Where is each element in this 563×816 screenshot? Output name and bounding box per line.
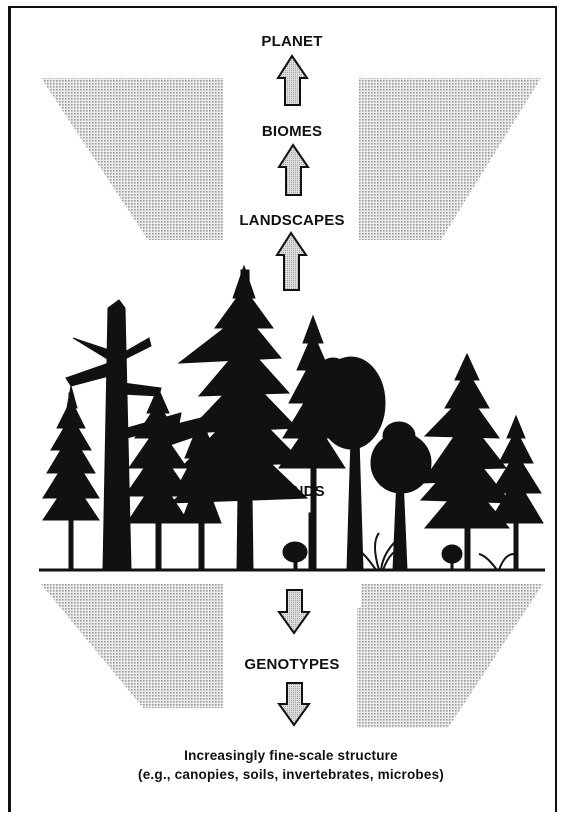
level-label-genotypes: GENOTYPES xyxy=(244,656,340,673)
conifer-tree-5 xyxy=(169,264,309,571)
lower-right-shade xyxy=(357,584,543,728)
conifer-tree-10 xyxy=(488,414,544,571)
fern-1 xyxy=(350,532,406,571)
shrub-2 xyxy=(441,544,463,571)
fern-2 xyxy=(478,552,516,571)
level-label-landscapes: LANDSCAPES xyxy=(239,212,345,229)
upper-left-shade xyxy=(41,78,223,240)
conifer-tree-3 xyxy=(124,386,192,571)
conifer-tree-9 xyxy=(419,352,513,571)
level-label-stands: STANDS xyxy=(263,483,325,500)
broadleaf-tree-7 xyxy=(314,356,386,571)
hierarchy-diagram xyxy=(39,54,545,728)
upper-right-shade xyxy=(359,78,541,240)
caption-line-2: (e.g., canopies, soils, invertebrates, m… xyxy=(138,767,444,782)
down-arrow-fine-scale xyxy=(277,682,311,727)
up-arrow-landscapes xyxy=(275,231,308,291)
shrub-1 xyxy=(282,541,308,571)
sapling-post xyxy=(308,512,313,571)
figure-frame: PLANET BIOMES LANDSCAPES STANDS GENOTYPE… xyxy=(8,6,557,812)
down-arrow-genotypes xyxy=(277,589,311,635)
up-arrow-planet xyxy=(276,54,309,106)
up-arrow-biomes xyxy=(277,143,310,196)
conifer-tree-1 xyxy=(42,385,100,571)
forest-silhouette xyxy=(42,264,544,571)
level-label-planet: PLANET xyxy=(261,33,323,50)
level-label-biomes: BIOMES xyxy=(261,123,323,140)
lower-left-shade xyxy=(41,584,223,708)
caption-line-1: Increasingly fine-scale structure xyxy=(184,748,398,763)
